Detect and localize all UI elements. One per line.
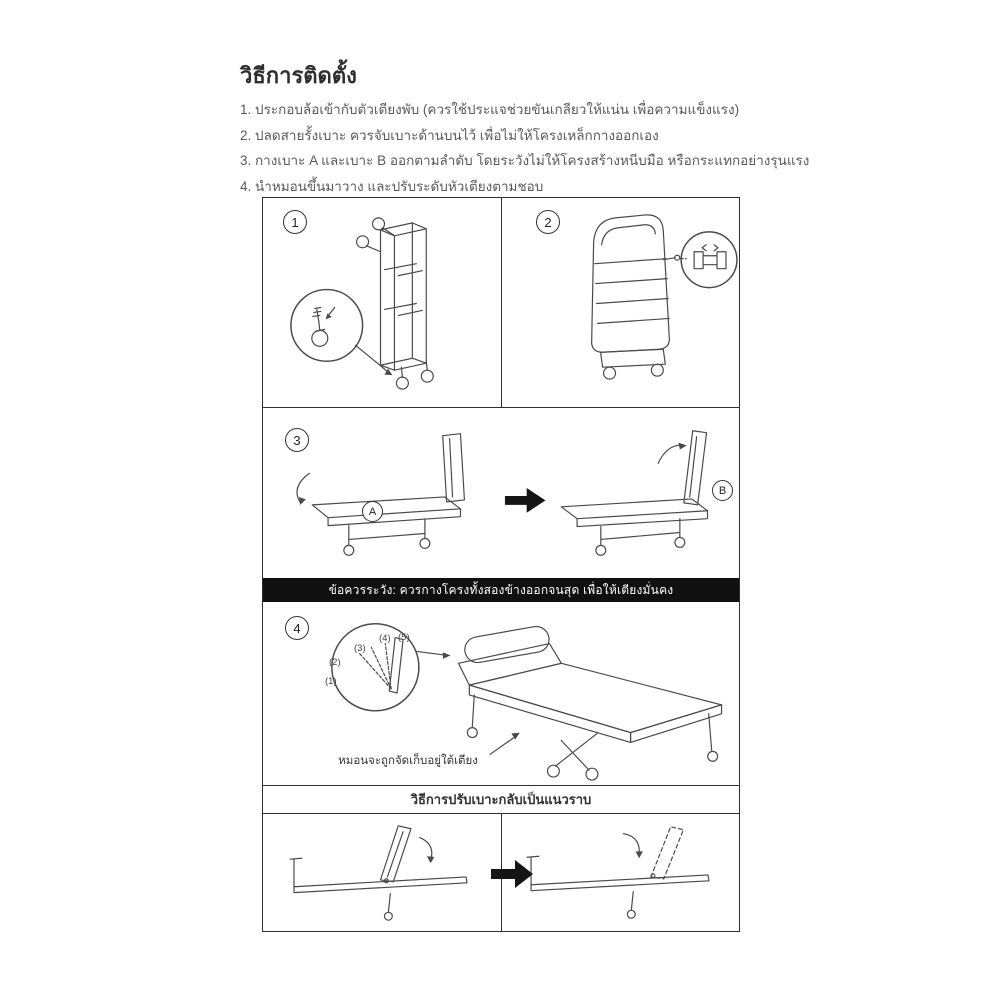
notch-label-5: (5) [398,632,410,643]
step1-number-badge: 1 [283,210,307,234]
adjust-section-title-strip: วิธีการปรับเบาะกลับเป็นแนวราบ [263,786,739,814]
folded-bed-upright-drawing [290,217,434,390]
row-fold-flat [263,814,739,931]
notch-label-4: (4) [379,633,391,644]
strap-buckle-zoom-circle [679,231,738,289]
step3-number-badge: 3 [285,428,309,452]
panel-step3: 3 A B [263,408,739,578]
step-3-text: 3. กางเบาะ A และเบาะ B ออกตามลำดับ โดยระ… [240,153,810,168]
panel-step2: 2 [501,198,739,407]
seat-a-label: A [362,501,383,522]
step-2-text: 2. ปลดสายรั้งเบาะ ควรจับเบาะด้านบนไว้ เพ… [240,127,659,143]
panel-step1: 1 [263,198,501,407]
seat-b-label: B [712,480,733,501]
backrest-flat-drawing [526,826,710,919]
adjust-section-title: วิธีการปรับเบาะกลับเป็นแนวราบ [410,792,592,807]
folded-bed-side-drawing [591,214,738,380]
opened-bed-drawing [331,623,723,781]
page-title: วิธีการติดตั้ง [240,63,357,88]
step4-number-badge: 4 [285,616,309,640]
row-step1-step2: 1 [263,198,739,408]
notch-label-2: (2) [329,657,341,668]
warning-text: ข้อควรระวัง: ควรกางโครงทั้งสองข้างออกจนส… [328,582,674,597]
notch-label-3: (3) [354,643,366,654]
unfolding-sequence-drawing [296,430,709,556]
notch-label-1: (1) [325,676,337,687]
bed-backrest-b-drawing [560,430,709,556]
backrest-up-drawing [289,825,468,921]
adjustment-notch-zoom-circle [331,623,451,712]
panel-backrest-up [263,814,501,931]
step2-number-badge: 2 [536,210,560,234]
panel-backrest-flat [501,814,739,931]
step-1-text: 1. ประกอบล้อเข้ากับตัวเตียงพับ (ควรใช้ปร… [240,102,740,117]
step-4-text: 4. นำหมอนขึ้นมาวาง และปรับระดับหัวเตียงต… [240,178,544,194]
step3-transition-arrow [504,488,546,513]
diagram-grid: 1 [262,197,740,932]
installation-steps: 1. ประกอบล้อเข้ากับตัวเตียงพับ (ควรใช้ปร… [240,97,810,199]
bed-seat-a-drawing [296,433,466,556]
pillow-caption: หมอนจะถูกจัดเก็บอยู่ใต้เตียง [338,755,478,767]
panel-step4: 4 (1) (2) (3) (4) (5) หมอนจะถูกจัดเก็บอย… [263,602,739,786]
caster-zoom-circle [290,288,393,376]
fold-flat-transition-arrow [491,860,533,888]
warning-bar: ข้อควรระวัง: ควรกางโครงทั้งสองข้างออกจนส… [263,578,739,602]
